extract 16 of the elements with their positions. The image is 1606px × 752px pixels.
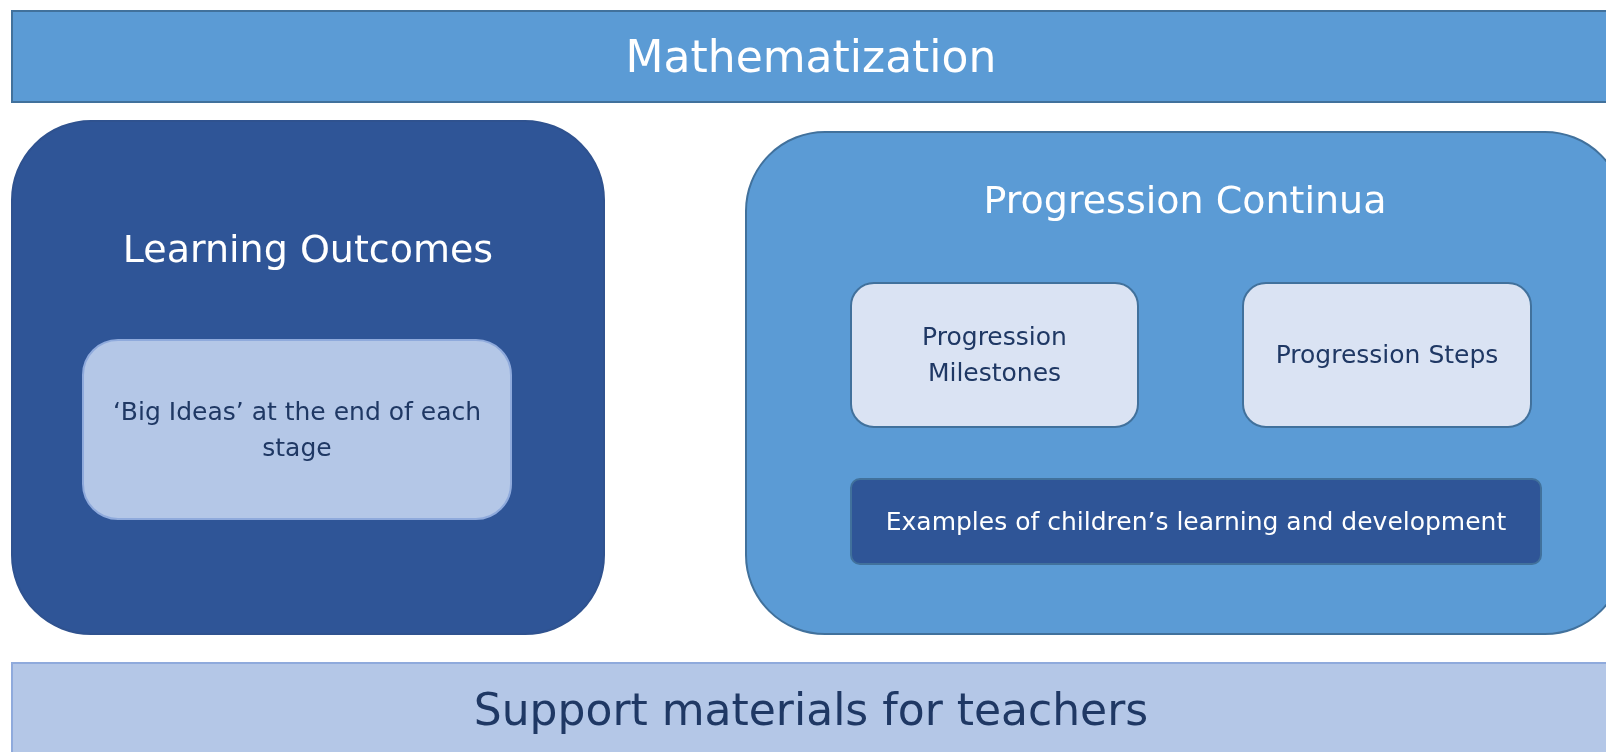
box-label: Progression Milestones — [921, 320, 1068, 389]
title-banner — [11, 10, 1606, 103]
rounded-box — [1242, 282, 1532, 428]
rounded-box — [850, 282, 1139, 428]
box-label: Progression Steps — [1274, 338, 1500, 371]
rounded-panel — [11, 120, 605, 635]
footer-banner — [11, 662, 1606, 752]
rounded-box — [82, 339, 512, 520]
box-label: Mathematization — [624, 29, 998, 84]
box-label: ‘Big Ideas’ at the end of each stage — [111, 395, 483, 464]
box-label: Examples of children’s learning and development — [884, 505, 1508, 538]
box-label: Support materials for teachers — [472, 682, 1150, 737]
panel-heading: Learning Outcomes — [121, 226, 495, 273]
rounded-box — [850, 478, 1542, 565]
rounded-panel — [745, 131, 1606, 635]
panel-heading: Progression Continua — [982, 177, 1388, 224]
